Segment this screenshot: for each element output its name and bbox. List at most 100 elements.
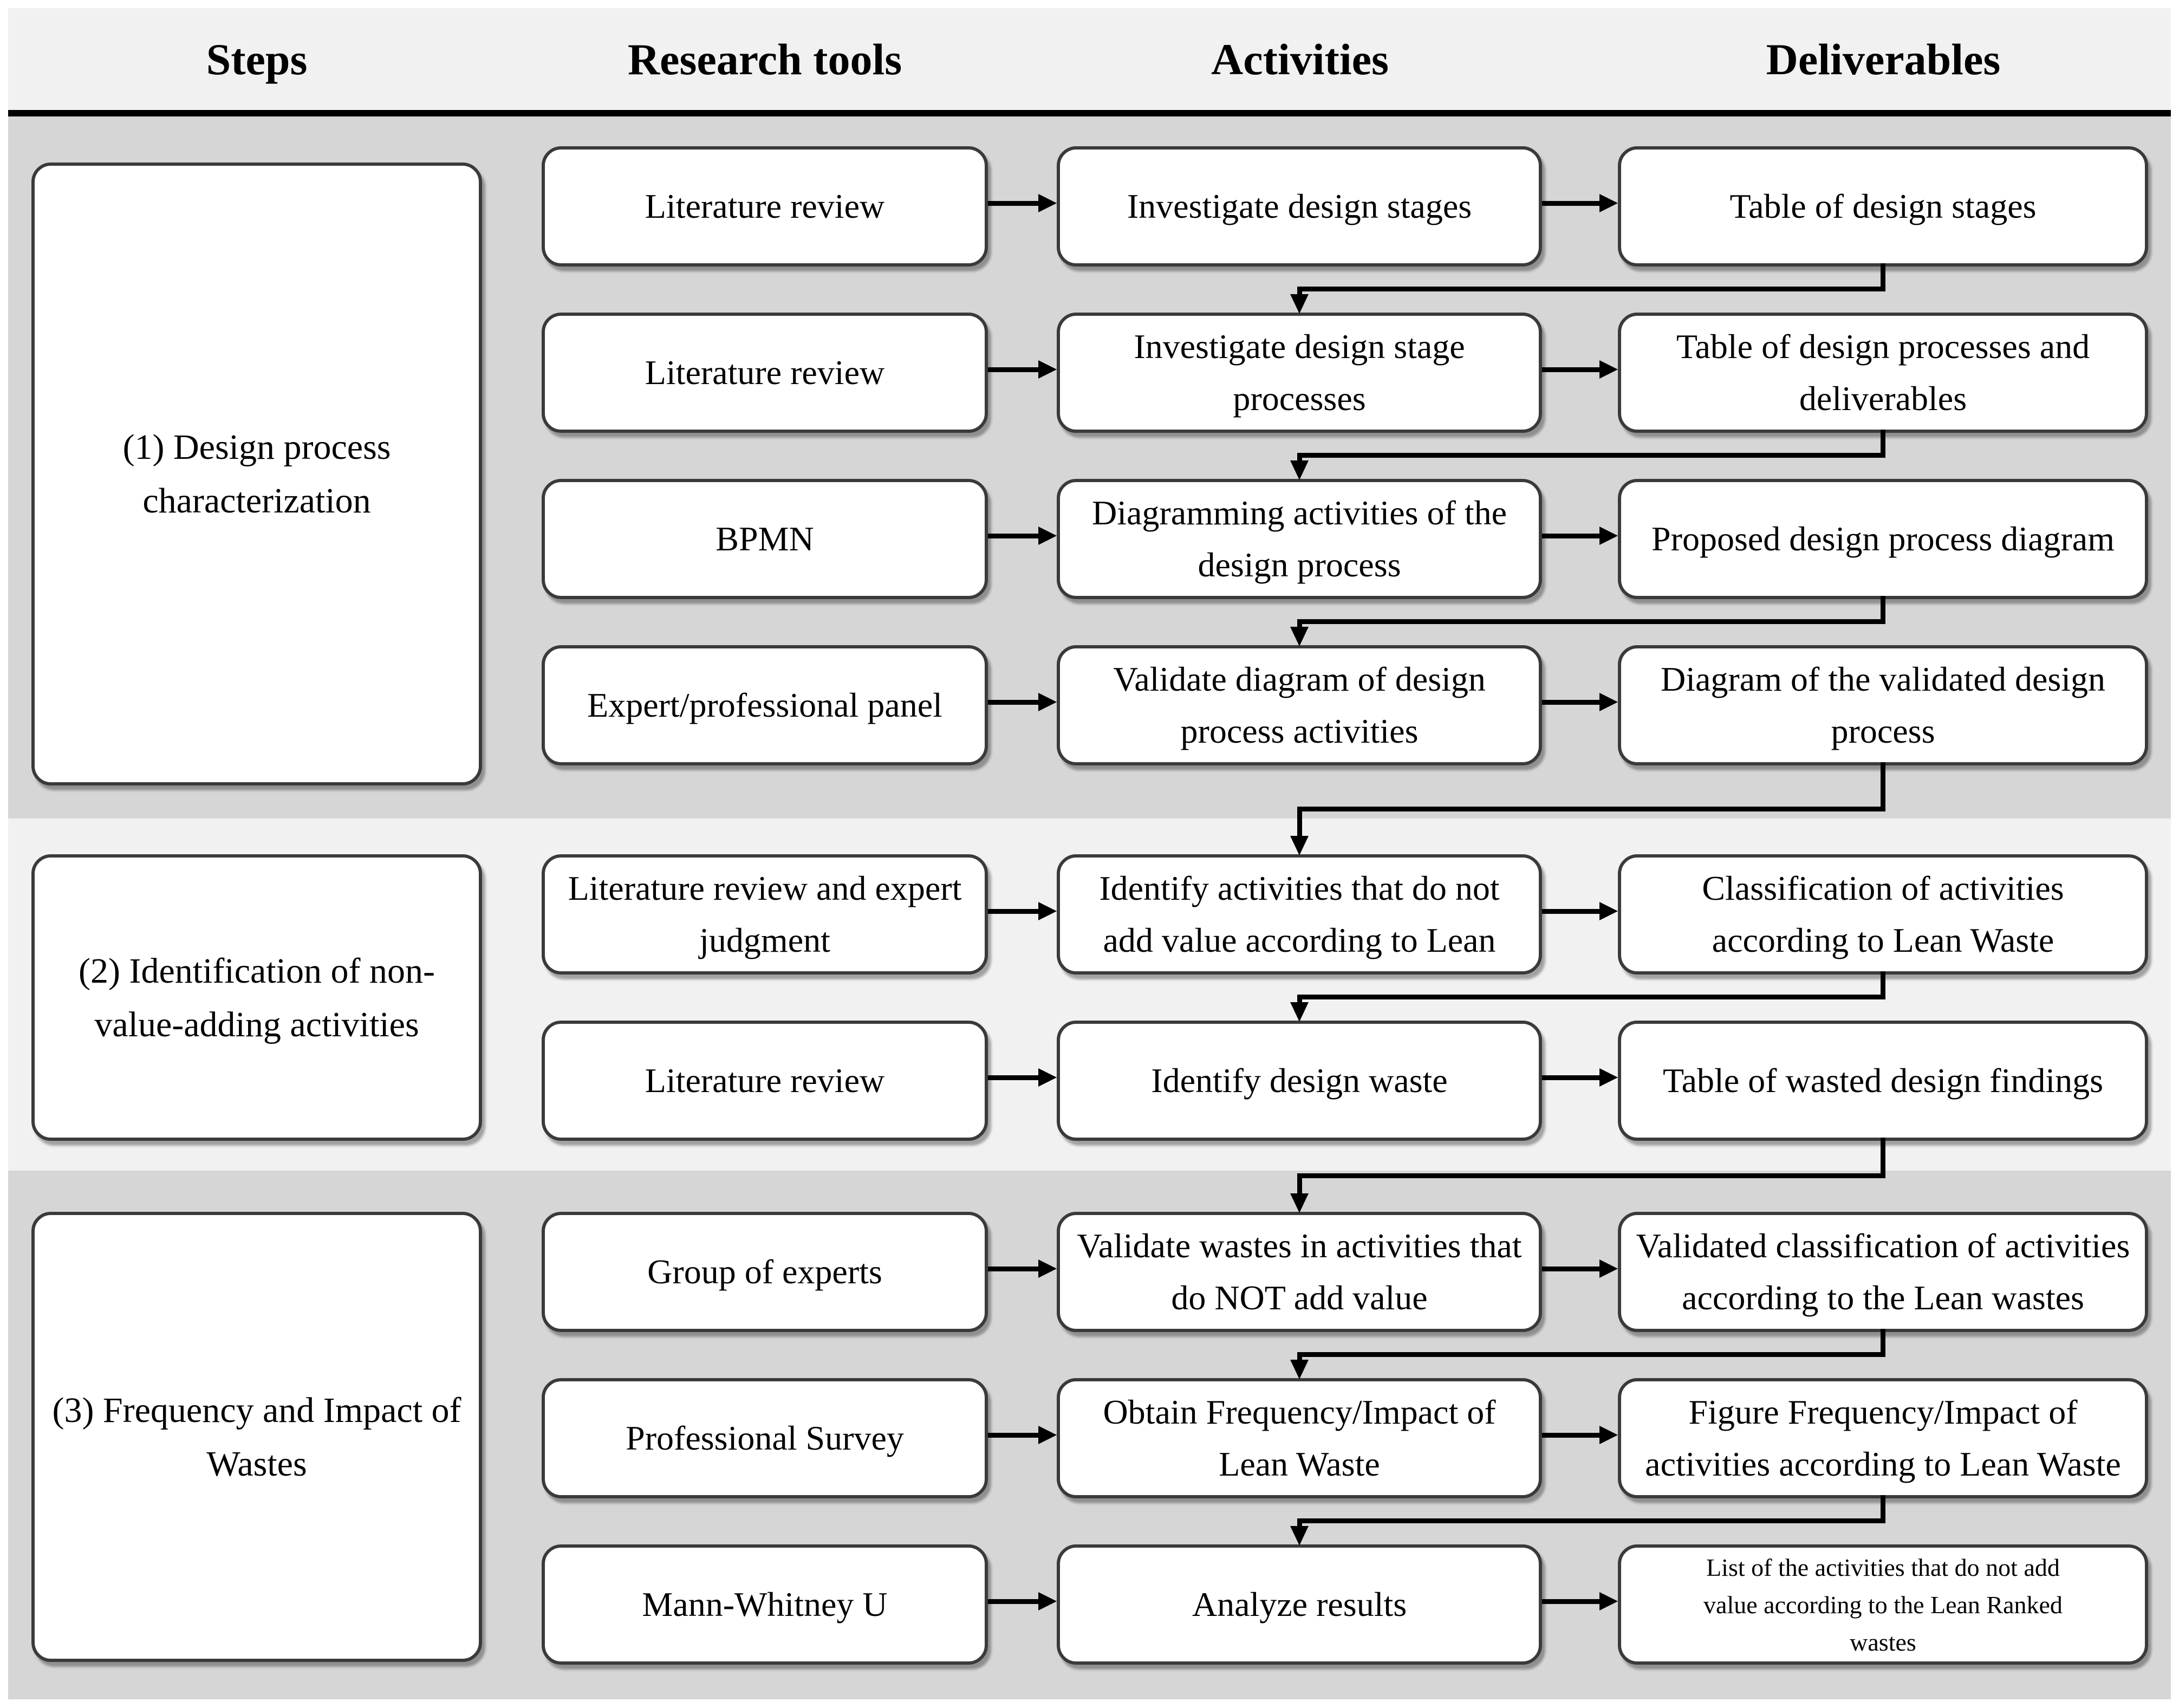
arrow-down-icon — [1290, 627, 1309, 646]
activity-to-deliverable-arrow-shaft — [1542, 908, 1599, 914]
arrow-down-icon — [1290, 1002, 1309, 1022]
tool-box: Mann-Whitney U — [542, 1544, 988, 1665]
activity-box: Obtain Frequency/Impact of Lean Waste — [1057, 1378, 1542, 1498]
column-header-activities: Activities — [1211, 34, 1389, 84]
activity-to-deliverable-arrow-shaft — [1542, 533, 1599, 538]
activity-box: Analyze results — [1057, 1544, 1542, 1665]
tool-to-activity-arrow-shaft — [988, 200, 1038, 206]
connector-elbow-vertical-from-deliverable — [1881, 263, 1885, 291]
connector-elbow-vertical-from-deliverable — [1881, 971, 1885, 999]
arrow-right-icon — [1038, 1259, 1057, 1278]
tool-box: Professional Survey — [542, 1378, 988, 1498]
arrow-right-icon — [1599, 1426, 1618, 1444]
activity-box: Identify activities that do not add valu… — [1057, 854, 1542, 975]
activity-to-deliverable-arrow-shaft — [1542, 1075, 1599, 1080]
activity-to-deliverable-arrow-shaft — [1542, 1432, 1599, 1438]
connector-elbow-horizontal — [1297, 807, 1885, 811]
connector-elbow-vertical-to-activity — [1297, 807, 1302, 837]
deliverable-box: Classification of activities according t… — [1618, 854, 2148, 975]
connector-elbow-horizontal — [1297, 619, 1885, 624]
activity-box: Investigate design stage processes — [1057, 313, 1542, 433]
activity-to-deliverable-arrow-shaft — [1542, 699, 1599, 705]
arrow-right-icon — [1599, 902, 1618, 920]
arrow-right-icon — [1599, 360, 1618, 379]
tool-box: Literature review — [542, 146, 988, 267]
tool-box: Literature review — [542, 1021, 988, 1141]
activity-to-deliverable-arrow-shaft — [1542, 1599, 1599, 1604]
deliverable-box: Figure Frequency/Impact of activities ac… — [1618, 1378, 2148, 1498]
connector-elbow-vertical-from-deliverable — [1881, 1495, 1885, 1523]
connector-elbow-vertical-to-activity — [1297, 453, 1302, 462]
connector-elbow-vertical-to-activity — [1297, 619, 1302, 628]
arrow-right-icon — [1038, 902, 1057, 920]
connector-elbow-horizontal — [1297, 287, 1885, 291]
deliverable-box: List of the activities that do not add v… — [1618, 1544, 2148, 1665]
deliverable-box: Table of design stages — [1618, 146, 2148, 267]
deliverable-box: Diagram of the validated design process — [1618, 645, 2148, 765]
arrow-right-icon — [1599, 1259, 1618, 1278]
connector-elbow-vertical-from-deliverable — [1881, 596, 1885, 624]
step-box-2: (2) Identification of non- value-adding … — [31, 854, 482, 1141]
tool-box: Literature review — [542, 313, 988, 433]
connector-elbow-vertical-from-deliverable — [1881, 762, 1885, 811]
connector-elbow-horizontal — [1297, 453, 1885, 458]
arrow-right-icon — [1038, 1426, 1057, 1444]
arrow-down-icon — [1290, 294, 1309, 314]
tool-to-activity-arrow-shaft — [988, 1599, 1038, 1604]
connector-elbow-vertical-to-activity — [1297, 995, 1302, 1003]
connector-elbow-vertical-to-activity — [1297, 1352, 1302, 1361]
arrow-right-icon — [1038, 1592, 1057, 1610]
deliverable-box: Table of design processes and deliverabl… — [1618, 313, 2148, 433]
arrow-right-icon — [1038, 527, 1057, 545]
arrow-down-icon — [1290, 460, 1309, 480]
activity-to-deliverable-arrow-shaft — [1542, 1266, 1599, 1271]
tool-box: Expert/professional panel — [542, 645, 988, 765]
arrow-right-icon — [1599, 194, 1618, 212]
connector-elbow-vertical-from-deliverable — [1881, 1138, 1885, 1178]
column-header-deliverables: Deliverables — [1766, 34, 2001, 84]
arrow-right-icon — [1038, 360, 1057, 379]
tool-to-activity-arrow-shaft — [988, 367, 1038, 372]
connector-elbow-vertical-to-activity — [1297, 287, 1302, 295]
arrow-right-icon — [1038, 194, 1057, 212]
tool-to-activity-arrow-shaft — [988, 533, 1038, 538]
activity-to-deliverable-arrow-shaft — [1542, 200, 1599, 206]
connector-elbow-vertical-to-activity — [1297, 1518, 1302, 1527]
arrow-right-icon — [1599, 1592, 1618, 1610]
activity-box: Diagramming activities of the design pro… — [1057, 479, 1542, 599]
column-header-research-tools: Research tools — [627, 34, 902, 84]
tool-to-activity-arrow-shaft — [988, 1432, 1038, 1438]
column-header-steps: Steps — [206, 34, 308, 84]
arrow-right-icon — [1599, 693, 1618, 711]
connector-elbow-vertical-to-activity — [1297, 1173, 1302, 1194]
step-box-3: (3) Frequency and Impact of Wastes — [31, 1212, 482, 1662]
activity-to-deliverable-arrow-shaft — [1542, 367, 1599, 372]
activity-box: Identify design waste — [1057, 1021, 1542, 1141]
arrow-right-icon — [1599, 1068, 1618, 1087]
connector-elbow-vertical-from-deliverable — [1881, 1329, 1885, 1357]
connector-elbow-horizontal — [1297, 1173, 1885, 1178]
header-band — [8, 8, 2171, 111]
activity-box: Validate diagram of design process activ… — [1057, 645, 1542, 765]
connector-elbow-horizontal — [1297, 1352, 1885, 1357]
deliverable-box: Validated classification of activities a… — [1618, 1212, 2148, 1332]
arrow-right-icon — [1038, 693, 1057, 711]
step-box-1: (1) Design process characterization — [31, 163, 482, 785]
tool-to-activity-arrow-shaft — [988, 1266, 1038, 1271]
connector-elbow-horizontal — [1297, 995, 1885, 999]
deliverable-box: Proposed design process diagram — [1618, 479, 2148, 599]
tool-to-activity-arrow-shaft — [988, 1075, 1038, 1080]
tool-box: Literature review and expert judgment — [542, 854, 988, 975]
header-divider — [8, 110, 2171, 116]
activity-box: Investigate design stages — [1057, 146, 1542, 267]
arrow-right-icon — [1038, 1068, 1057, 1087]
tool-box: BPMN — [542, 479, 988, 599]
arrow-down-icon — [1290, 836, 1309, 855]
tool-to-activity-arrow-shaft — [988, 908, 1038, 914]
activity-box: Validate wastes in activities that do NO… — [1057, 1212, 1542, 1332]
tool-box: Group of experts — [542, 1212, 988, 1332]
arrow-down-icon — [1290, 1360, 1309, 1379]
connector-elbow-vertical-from-deliverable — [1881, 430, 1885, 458]
arrow-down-icon — [1290, 1526, 1309, 1545]
